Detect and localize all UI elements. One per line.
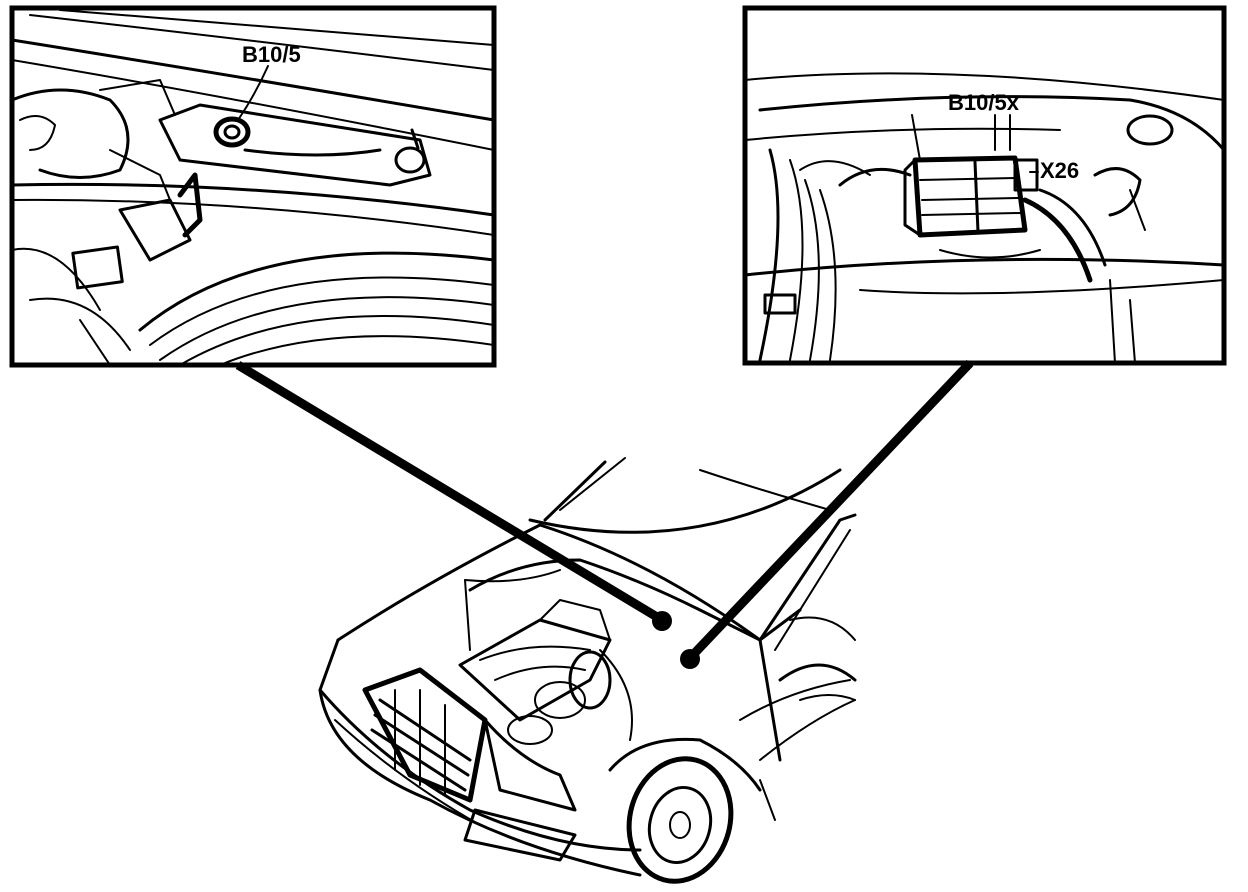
left-inset-frame — [9, 5, 497, 368]
left-leader-line — [237, 65, 269, 121]
label-x26: X26 — [1040, 158, 1079, 183]
right-location-dot — [680, 649, 700, 669]
label-b10-5x: B10/5x — [948, 90, 1020, 115]
left-detail-inset: B10/5 — [9, 5, 497, 368]
right-detail-inset: B10/5x X26 — [742, 5, 1227, 366]
left-detail-drawing — [12, 9, 494, 365]
left-pointer-line — [235, 361, 665, 624]
right-inset-frame — [742, 5, 1227, 366]
right-detail-drawing — [745, 72, 1224, 363]
left-location-dot — [652, 611, 672, 631]
car-overview-drawing — [318, 457, 857, 884]
label-b10-5: B10/5 — [242, 42, 301, 67]
